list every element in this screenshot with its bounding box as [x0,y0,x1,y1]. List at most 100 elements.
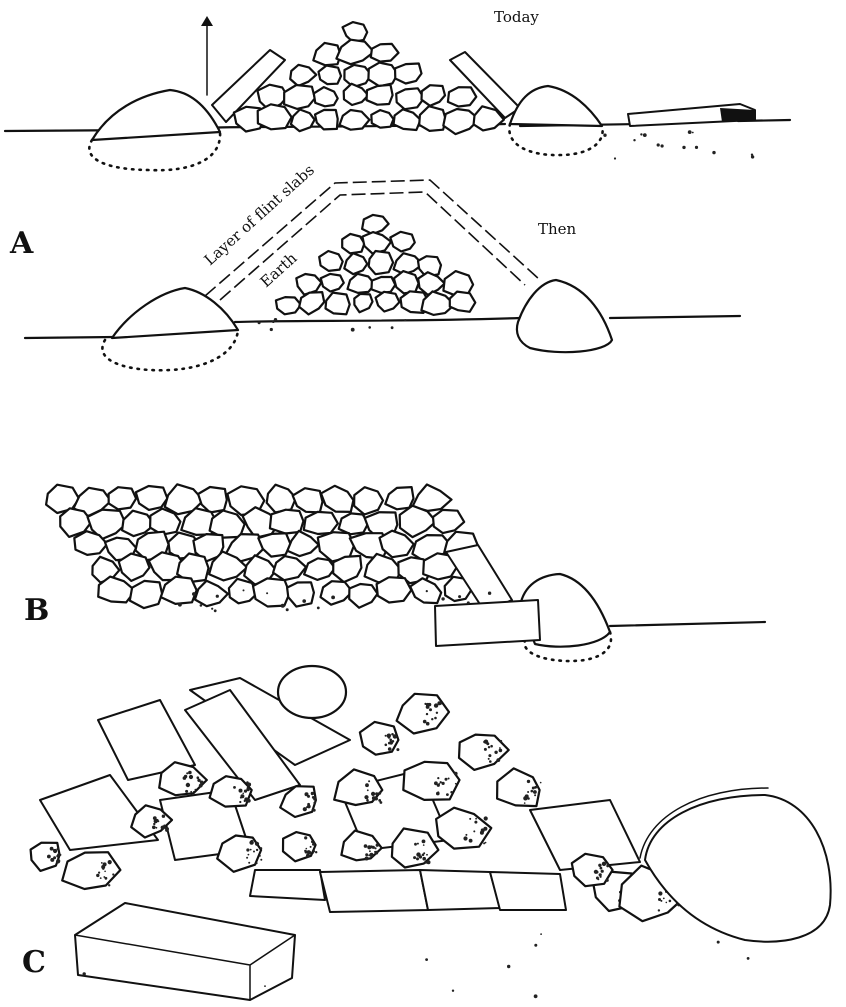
paving-slab-c-3 [420,870,500,910]
stone-fleck [59,854,61,856]
soil-speck [712,151,715,154]
soil-speck [286,608,289,611]
stone-fleck [247,799,251,803]
rubble-stone [304,558,335,580]
soil-speck [391,326,394,329]
stone-fleck [417,843,419,845]
rubble-stone [119,554,150,581]
stone-fleck [488,754,491,757]
soil-speck [695,146,698,149]
stone-fleck [248,862,250,864]
rubble-stone [340,110,370,130]
rubble-stone [130,581,162,608]
soil-speck [633,139,635,141]
stone-fleck [606,865,609,868]
soil-speck [747,957,750,960]
rubble-stone [321,581,353,605]
stone-fleck [425,861,428,864]
soil-speck [351,328,355,332]
stone-fleck [481,831,484,834]
label-today: Today [494,8,539,26]
right-bank-today [510,86,602,126]
rubble-stone [422,85,446,106]
stone-fleck [442,782,445,785]
soil-speck [507,965,510,968]
stone-fleck [239,789,243,793]
stone-fleck [388,734,390,736]
stone-fleck [490,745,493,748]
stone-fleck [260,847,262,849]
rubble-stone [394,109,421,130]
soil-speck [272,320,275,323]
soil-speck [467,601,470,604]
boulder-c-top [278,666,346,718]
stone-fleck [249,840,253,844]
stone-fleck [499,740,502,743]
soil-speck [317,607,320,610]
stone-fleck [256,849,258,851]
rubble-stone [333,556,361,582]
stone-fleck [388,736,391,739]
stone-fleck [312,809,314,811]
stone-fleck [57,848,60,851]
stone-fleck [190,791,192,793]
rubble-stone [360,722,399,755]
rubble-stone [397,694,449,734]
stone-fleck [429,708,432,711]
stone-fleck [666,902,668,904]
soil-speck [270,328,273,331]
stone-fleck [392,740,395,743]
stone-fleck [310,846,312,848]
stone-fleck [304,836,307,839]
stone-fleck [312,843,315,846]
stone-fleck [385,744,388,747]
stone-fleck [50,847,54,851]
soil-speck [692,132,694,134]
stone-fleck [308,851,312,855]
stone-fleck [596,877,599,880]
rubble-stone [339,513,369,534]
rubble-stone [362,215,389,234]
stone-fleck [602,862,606,866]
rubble-stone [344,65,371,87]
stone-fleck [250,849,252,851]
rubble-stone [304,512,338,534]
stone-fleck [533,790,537,794]
stone-fleck [197,776,200,779]
rubble-stone [395,64,422,84]
soil-speck [200,604,203,607]
stone-fleck [531,790,534,793]
stone-fleck [105,877,108,880]
stone-fleck [527,780,530,783]
stone-fleck [469,839,473,843]
stone-fleck [240,797,242,799]
soil-speck [302,599,306,603]
stone-fleck [485,842,487,844]
rubble-stone [321,274,344,292]
stone-fleck [658,891,662,895]
stone-fleck [304,850,306,852]
stone-fleck [253,851,255,853]
soil-speck [211,608,213,610]
rubble-stone [267,485,296,513]
rubble-stone [62,852,120,889]
stone-fleck [378,799,381,802]
soil-speck [258,321,261,324]
rubble-pile-today [234,22,504,134]
rubble-stone [376,292,400,312]
stone-fleck [365,853,368,856]
stone-fleck [153,823,155,825]
stone-fleck [186,783,190,787]
stone-fleck [534,794,536,796]
rubble-stone [273,556,306,580]
stone-fleck [104,871,106,873]
stone-fleck [474,821,477,824]
rubble-stone [258,104,292,129]
stone-fleck [156,820,158,822]
soil-speck [534,944,537,947]
stone-fleck [313,850,315,852]
rubble-stone [436,808,491,849]
rubble-stone [377,577,412,602]
rubble-stone [291,110,315,132]
stone-fleck [388,742,391,745]
